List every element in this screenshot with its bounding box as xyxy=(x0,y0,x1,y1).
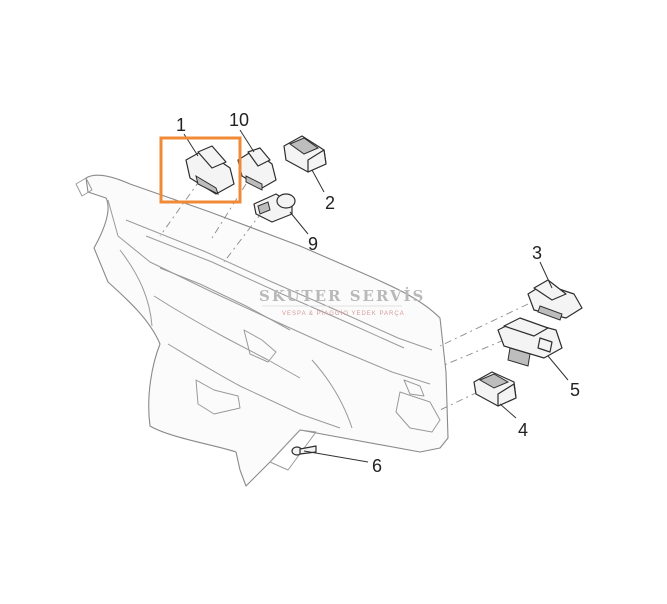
leader-9 xyxy=(289,211,309,235)
part-3-lever xyxy=(533,279,567,301)
highlight-box-part-1 xyxy=(159,136,242,204)
cover-slot-right xyxy=(403,379,425,397)
watermark-subtitle: VESPA & PİAGGİO YEDEK PARÇA xyxy=(282,310,405,317)
part-6-screw[interactable] xyxy=(291,445,317,456)
leader-10 xyxy=(239,129,255,153)
callout-labels: 1 10 2 9 3 5 4 6 xyxy=(176,110,580,476)
watermark: SKUTER SERVİS VESPA & PİAGGİO YEDEK PARÇ… xyxy=(259,286,425,317)
part-10-switch[interactable] xyxy=(237,147,277,191)
part-3-switch[interactable] xyxy=(527,279,583,321)
callout-6[interactable]: 6 xyxy=(372,456,382,476)
cover-rib xyxy=(119,249,153,327)
part-1-switch[interactable] xyxy=(185,145,235,195)
callout-2[interactable]: 2 xyxy=(325,193,335,213)
assembly-lines xyxy=(159,179,529,411)
part-2-top xyxy=(288,137,320,155)
cover-cavity-left xyxy=(195,379,241,415)
assembly-line-10 xyxy=(211,183,247,239)
part-4-end xyxy=(497,383,517,407)
cover-inner-edge-4 xyxy=(159,267,291,331)
part-1-lever xyxy=(197,145,227,169)
assembly-line-9 xyxy=(223,211,263,263)
part-9-connector[interactable] xyxy=(253,193,296,223)
handlebar-cover-outline xyxy=(85,174,449,487)
cover-rib-2 xyxy=(311,359,353,429)
cover-tab-top xyxy=(75,177,93,197)
part-5-plug xyxy=(507,347,531,367)
part-2-end xyxy=(307,149,327,173)
leader-3 xyxy=(539,261,553,289)
part-3-face xyxy=(537,305,563,321)
cover-inner-edge-1 xyxy=(107,199,431,385)
part-1-face xyxy=(195,174,219,195)
callout-10[interactable]: 10 xyxy=(229,110,249,130)
leader-4 xyxy=(499,403,517,419)
assembly-line-1 xyxy=(159,179,201,237)
part-9-cap xyxy=(276,193,296,209)
watermark-title: SKUTER SERVİS xyxy=(259,286,425,305)
callout-5[interactable]: 5 xyxy=(570,380,580,400)
handlebar-cover xyxy=(75,174,449,487)
cover-switch-recess xyxy=(395,391,441,433)
cover-inner-edge-6 xyxy=(167,343,341,429)
part-5-top xyxy=(503,317,549,337)
part-2-switch-block[interactable] xyxy=(283,135,327,173)
part-9-pin xyxy=(257,201,271,215)
part-10-lever xyxy=(247,147,271,167)
part-10-face xyxy=(245,175,263,191)
leader-5 xyxy=(547,355,569,381)
part-4-switch[interactable] xyxy=(473,371,517,407)
cover-lower-lip xyxy=(269,429,317,471)
callout-4[interactable]: 4 xyxy=(518,420,528,440)
callout-1[interactable]: 1 xyxy=(176,115,186,135)
callout-3[interactable]: 3 xyxy=(532,243,542,263)
assembly-line-4 xyxy=(439,391,479,411)
cover-inner-edge-3 xyxy=(145,235,405,349)
callout-9[interactable]: 9 xyxy=(308,234,318,254)
leader-2 xyxy=(311,169,325,193)
assembly-line-5 xyxy=(441,339,505,367)
cover-inner-edge-5 xyxy=(153,295,301,379)
cover-cavity-mid xyxy=(243,329,277,363)
part-5-switch-housing[interactable] xyxy=(497,317,563,367)
leader-6 xyxy=(303,450,369,463)
part-4-top xyxy=(478,373,510,389)
part-5-lug xyxy=(537,337,553,353)
cover-inner-edge-2 xyxy=(125,219,433,351)
